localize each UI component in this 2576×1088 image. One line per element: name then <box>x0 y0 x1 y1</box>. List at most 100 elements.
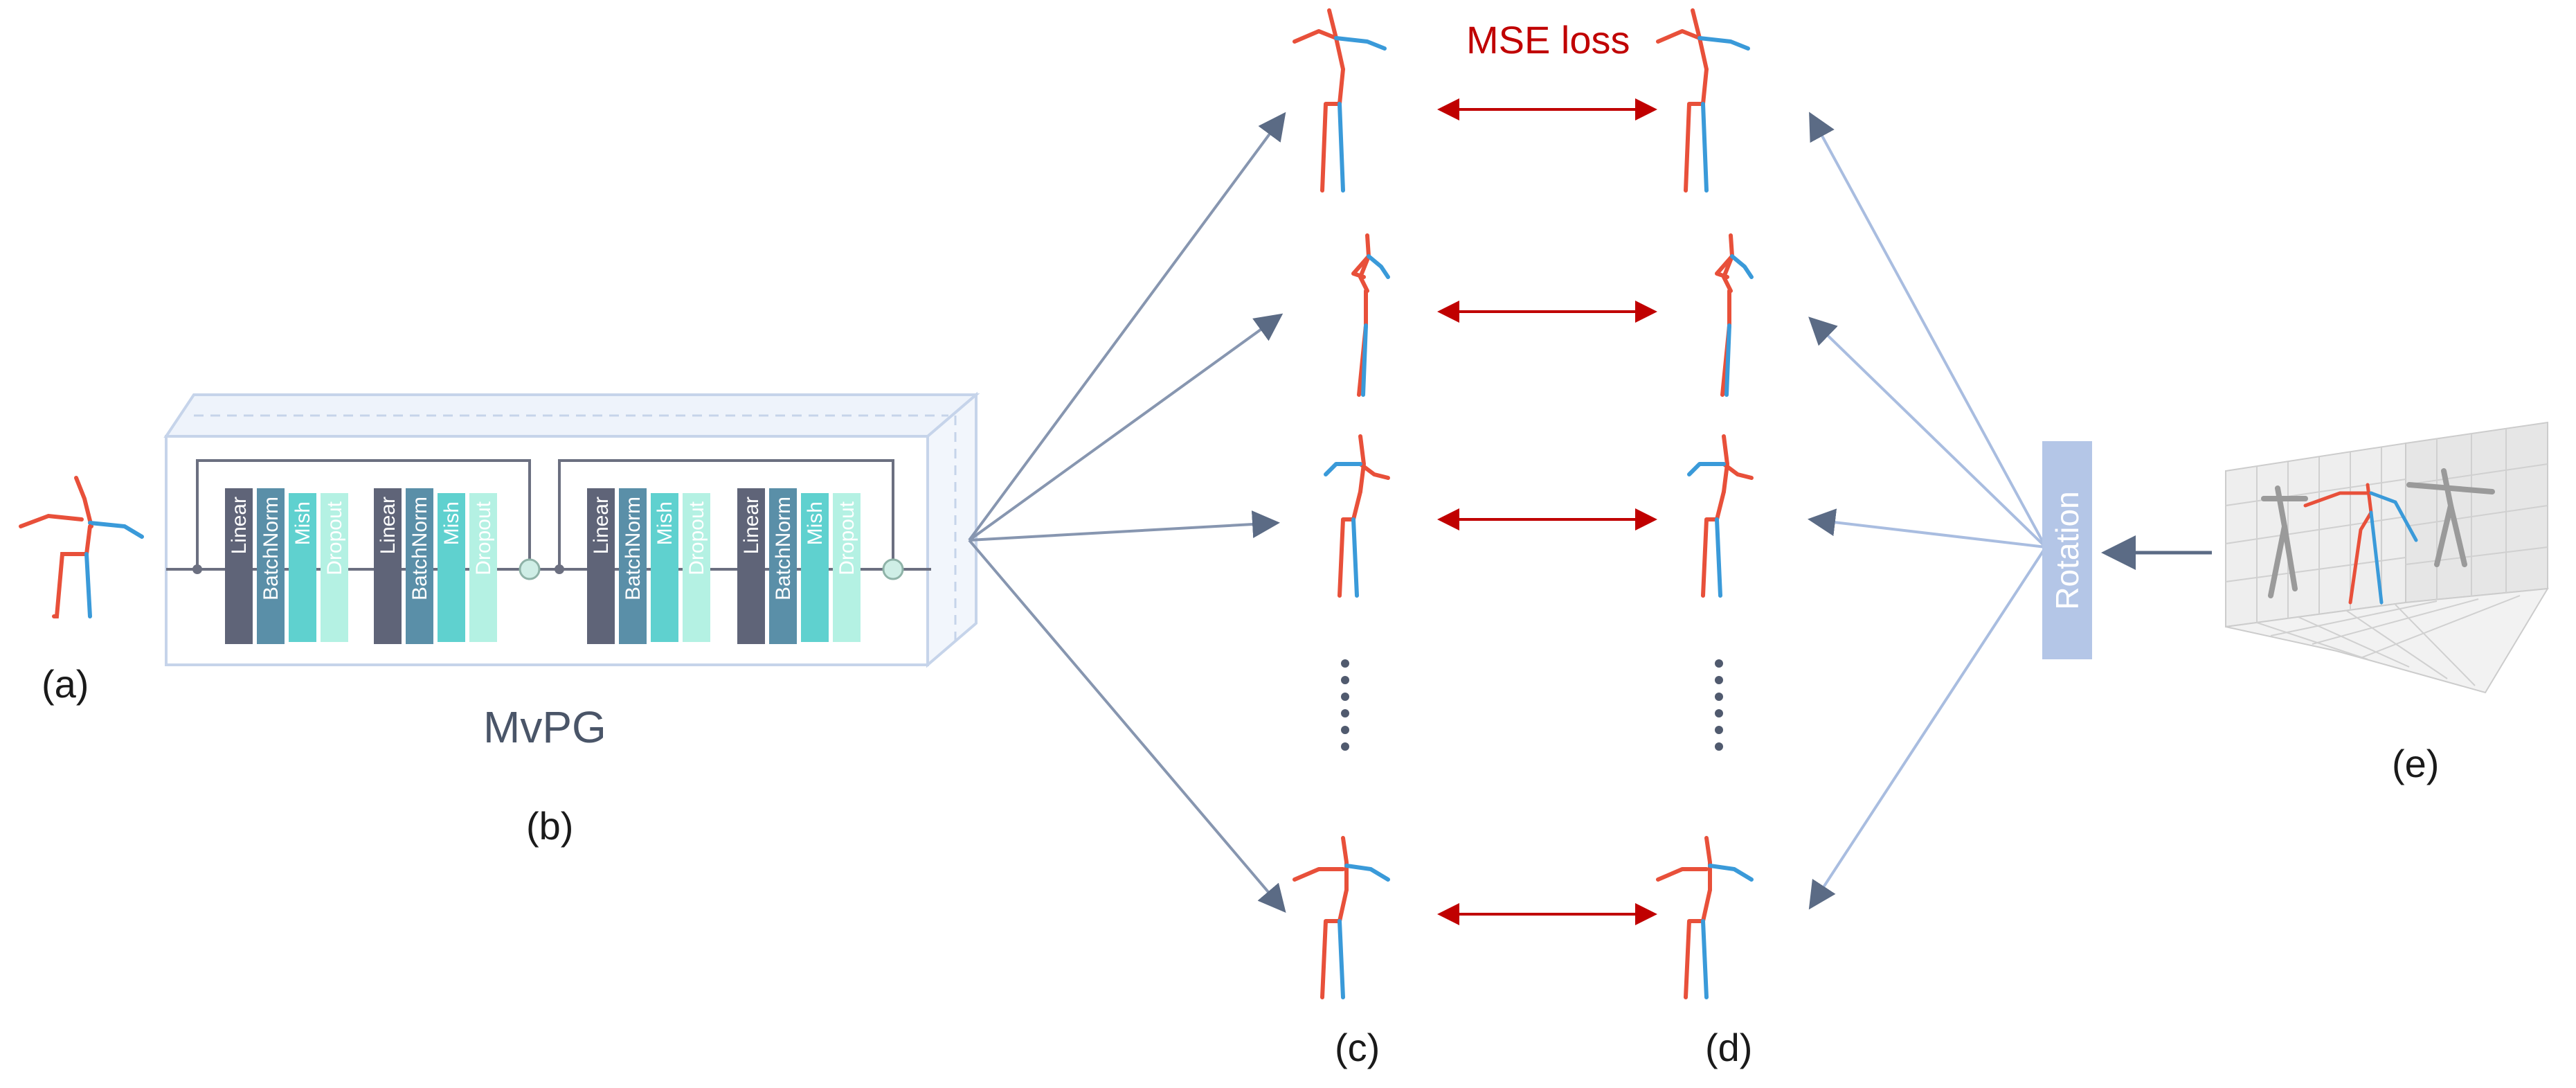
block-2-dropout-label: Dropout <box>472 501 495 575</box>
input-2d-pose <box>19 476 144 618</box>
block-1-linear-layer <box>225 488 253 644</box>
generated-pose-4-blue-limb-2 <box>1337 919 1345 999</box>
generated-pose-1 <box>1292 8 1387 193</box>
block-2-mish-label: Mish <box>440 501 463 545</box>
rotated-pose-2-blue-limb-1 <box>1730 254 1754 279</box>
rotated-pose-3-red-limb-3 <box>1701 490 1726 598</box>
block-1-dropout-label: Dropout <box>323 501 346 575</box>
generated-pose-1-red-limb-2 <box>1292 29 1338 44</box>
block-1-batchnorm-label: BatchNorm <box>260 497 282 600</box>
3d-pose-plot <box>2225 421 2549 694</box>
label-a: (a) <box>42 662 89 706</box>
generated-pose-1-red-limb-3 <box>1320 67 1345 193</box>
block-3-mish-layer <box>651 493 678 642</box>
mse-loss-arrows <box>1437 98 1657 925</box>
label-e: (e) <box>2392 742 2440 785</box>
rotated-pose-4 <box>1656 836 1754 999</box>
rotated-pose-3-blue-limb-1 <box>1687 462 1726 476</box>
block-4-linear-label: Linear <box>740 497 763 554</box>
rotated-pose-3-blue-limb-2 <box>1715 517 1722 598</box>
residual-connection-2 <box>558 459 894 569</box>
mvpg-box-side <box>926 391 978 668</box>
rotation-label: Rotation <box>2049 491 2085 610</box>
generated-pose-1-blue-limb-1 <box>1334 36 1387 51</box>
block-2-mish-layer <box>438 493 465 642</box>
label-b: (b) <box>526 804 574 848</box>
mvpg-layer-blocks: Linear BatchNorm Mish Dropout Linear BatchNor… <box>225 488 861 644</box>
generated-pose-2-blue-limb-2 <box>1361 323 1368 397</box>
rotated-pose-4-blue-limb-1 <box>1708 864 1754 882</box>
rotated-pose-4-blue-limb-2 <box>1701 919 1709 999</box>
block-2-batchnorm-label: BatchNorm <box>408 497 431 600</box>
mse-loss-label: MSE loss <box>1466 18 1630 62</box>
rotated-pose-4-red-limb-1 <box>1704 836 1712 892</box>
block-3-linear-layer <box>587 488 615 644</box>
generated-pose-4-red-limb-1 <box>1341 836 1349 892</box>
rotated-pose-1-blue-limb-1 <box>1697 36 1750 51</box>
ellipsis-d <box>1715 659 1723 751</box>
generated-pose-3-blue-limb-2 <box>1351 517 1359 598</box>
mvpg-module: Linear BatchNorm Mish Dropout Linear BatchNor… <box>163 391 980 668</box>
label-c: (c) <box>1335 1026 1380 1069</box>
rotation-output-arrows <box>1808 112 2047 910</box>
generated-pose-3-blue-limb-1 <box>1324 462 1362 476</box>
block-2-linear-layer <box>374 488 402 644</box>
block-3-linear-label: Linear <box>590 497 613 554</box>
generated-pose-2-red-limb-1 <box>1358 233 1371 293</box>
block-2-linear-label: Linear <box>377 497 399 554</box>
residual-add-2 <box>882 558 904 580</box>
rotated-pose-1-red-limb-2 <box>1656 29 1702 44</box>
block-4-dropout-label: Dropout <box>836 501 858 575</box>
rotated-pose-4-red-limb-3 <box>1684 888 1712 999</box>
block-1-linear-label: Linear <box>228 497 251 554</box>
label-d: (d) <box>1705 1026 1753 1069</box>
generated-pose-2-red-limb-2 <box>1351 254 1371 279</box>
generated-pose-2-blue-limb-1 <box>1367 254 1390 279</box>
generated-pose-4-blue-limb-1 <box>1344 864 1390 882</box>
block-4-mish-layer <box>801 493 829 642</box>
mvpg-output-arrows <box>968 112 1286 913</box>
rotated-pose-2-red-limb-1 <box>1722 233 1734 293</box>
rotated-pose-1 <box>1656 8 1750 193</box>
generated-pose-3-red-limb-2 <box>1358 462 1390 480</box>
rotated-pose-1-red-limb-3 <box>1684 67 1709 193</box>
block-1-mish-label: Mish <box>291 501 314 545</box>
rotation-box <box>2042 441 2092 659</box>
generated-pose-4-red-limb-2 <box>1292 867 1345 882</box>
block-3-batchnorm-layer <box>619 488 647 644</box>
rotated-pose-2-blue-limb-2 <box>1724 323 1731 397</box>
generated-pose-2 <box>1351 233 1390 397</box>
rotated-pose-3 <box>1687 434 1754 598</box>
rotated-poses-column <box>1656 8 1754 999</box>
block-3-dropout-label: Dropout <box>685 501 708 575</box>
block-4-dropout-layer <box>833 493 861 642</box>
block-3-batchnorm-label: BatchNorm <box>622 497 645 600</box>
generated-poses-column <box>1292 8 1390 999</box>
block-2-dropout-layer <box>469 493 497 642</box>
rotated-pose-2-red-limb-2 <box>1715 254 1734 279</box>
ellipsis-c <box>1341 659 1349 751</box>
mvpg-box-top <box>163 393 980 438</box>
generated-pose-4-red-limb-3 <box>1320 888 1349 999</box>
block-3-mish-label: Mish <box>654 501 676 545</box>
block-4-linear-layer <box>737 488 765 644</box>
block-4-mish-label: Mish <box>804 501 827 545</box>
rotated-pose-3-red-limb-2 <box>1722 462 1754 480</box>
generated-pose-3 <box>1324 434 1390 598</box>
rotated-pose-2 <box>1715 233 1754 397</box>
residual-add-1 <box>519 558 541 580</box>
generated-pose-1-blue-limb-2 <box>1337 102 1345 193</box>
rotated-pose-1-blue-limb-2 <box>1701 102 1709 193</box>
block-3-dropout-layer <box>683 493 710 642</box>
rotated-pose-4-red-limb-2 <box>1656 867 1709 882</box>
block-1-dropout-layer <box>321 493 348 642</box>
block-4-batchnorm-label: BatchNorm <box>772 497 795 600</box>
residual-connection-1 <box>196 459 531 569</box>
generated-pose-4 <box>1292 836 1390 999</box>
mvpg-title: MvPG <box>483 702 606 752</box>
block-4-batchnorm-layer <box>769 488 797 644</box>
block-1-mish-layer <box>289 493 316 642</box>
block-2-batchnorm-layer <box>406 488 433 644</box>
block-1-batchnorm-layer <box>257 488 285 644</box>
